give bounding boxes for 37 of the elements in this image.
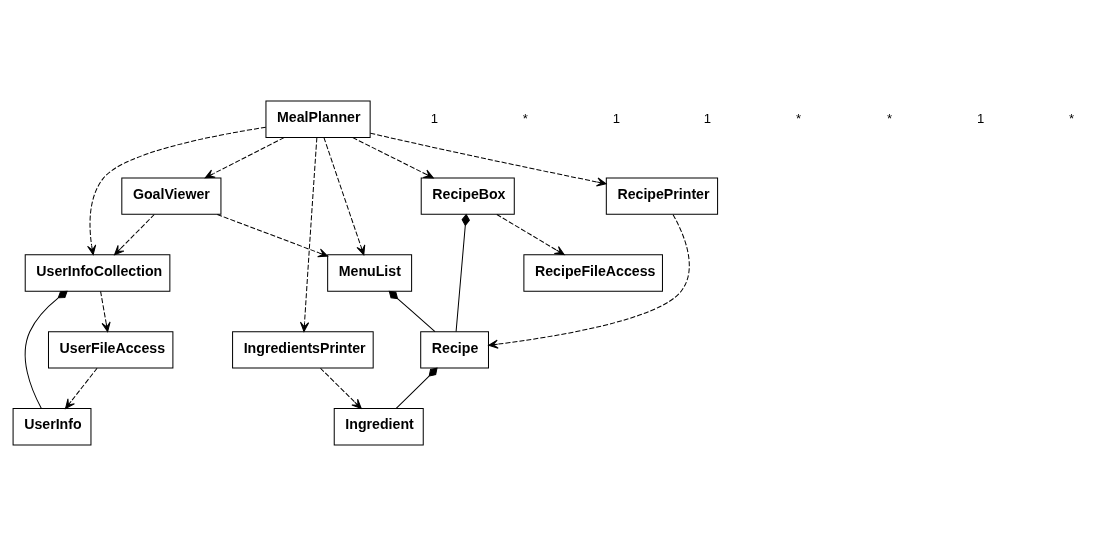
arrow [352,137,434,179]
node-box: MenuList [327,254,413,292]
arrow [65,367,98,409]
arrow [323,137,366,256]
connector [24,290,68,409]
node-box: UserInfo [12,408,92,446]
arrow [114,214,155,256]
node-box: RecipeBox [420,177,515,215]
label: * [522,110,528,126]
arrow [496,214,565,256]
node-box: UserFileAccess [47,331,174,369]
arrow [319,367,362,409]
label: * [795,110,802,126]
arrow [299,137,318,333]
arrow [488,214,690,349]
label: 1 [703,110,712,126]
label: 1 [976,110,985,126]
node-box: IngredientsPrinter [232,331,374,369]
connector [395,367,438,409]
arrow [216,214,329,258]
connector [455,213,470,333]
connector [388,290,436,333]
arrow [369,132,607,187]
node-box: MealPlanner [265,100,371,138]
node-box: Ingredient [333,408,424,446]
arrow [100,290,111,333]
node-box: Recipe [420,331,489,369]
label: 1 [430,110,439,126]
label: 1 [612,110,621,126]
arrow [204,137,285,179]
node-box: RecipeFileAccess [523,254,663,292]
label: * [1069,110,1075,126]
node-box: RecipePrinter [605,177,719,215]
node-box: GoalViewer [121,177,222,215]
arrow [87,126,267,256]
label: * [886,110,893,126]
node-box: UserInfoCollection [24,254,171,292]
